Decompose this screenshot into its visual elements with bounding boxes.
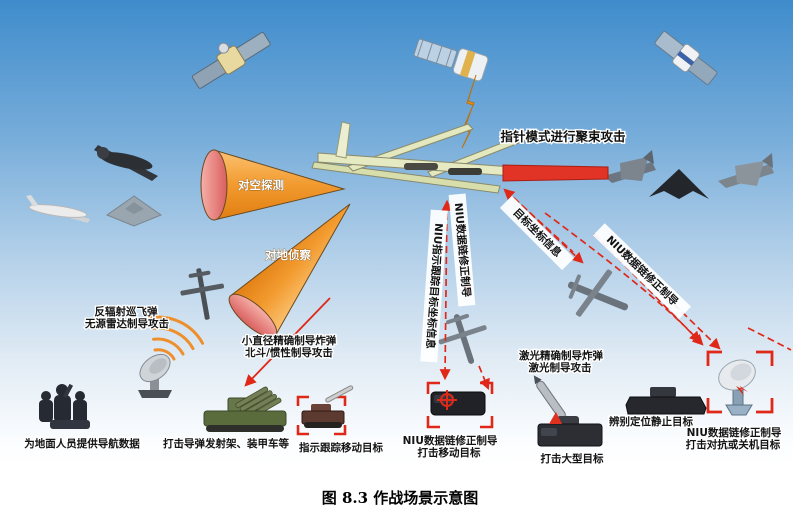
large-vehicle-icon (537, 412, 603, 447)
apc-icon (625, 387, 707, 415)
label-air-detect: 对空探测 (238, 178, 284, 192)
band-track: NIU指示跟踪目标坐标信息 (420, 209, 448, 363)
label-track-moving: 指示跟踪移动目标 (299, 441, 383, 454)
label-counter-1: NIU数据链修正制导 (687, 426, 782, 439)
label-sdb-1: 小直径精确制导炸弹 (241, 334, 337, 347)
label-counter-2: 打击对抗或关机目标 (686, 438, 781, 451)
label-ground-recon: 对地侦察 (265, 248, 311, 262)
ground-recon-cone-icon (228, 203, 351, 338)
armored-vehicle-icon (301, 385, 354, 428)
flying-wing-icon (105, 195, 163, 227)
label-moving-1: NIU数据链修正制导 (403, 434, 498, 447)
satellite-icon-right (654, 31, 718, 85)
fighter-jet2-icon (718, 153, 774, 188)
satellite-icon-left (191, 32, 271, 89)
label-strike-launcher: 打击导弹发射架、装甲车等 (163, 437, 289, 450)
missile-launcher-icon (203, 386, 287, 432)
fighter-jet-icon (604, 150, 656, 183)
label-sdb-2: 北斗/惯性制导攻击 (245, 346, 333, 359)
label-anti-rad-2: 无源雷达制导攻击 (84, 317, 169, 330)
dark-drone-icon (94, 145, 158, 181)
label-laser-2: 激光制导攻击 (529, 361, 592, 374)
label-large-target: 打击大型目标 (541, 452, 604, 465)
stealth-bomber-icon (649, 169, 709, 199)
soldiers-icon (39, 383, 90, 429)
label-moving-2: 打击移动目标 (418, 446, 481, 459)
label-nav-data: 为地面人员提供导航数据 (24, 437, 140, 450)
recon-drone-icon (180, 268, 225, 320)
label-identify-static: 辨别定位静止目标 (609, 415, 693, 428)
label-beam-attack: 指针模式进行聚束攻击 (500, 129, 625, 144)
figure-caption: 图 8.3 作战场景示意图 (322, 489, 479, 507)
crosshair-icon (437, 390, 457, 410)
label-anti-rad-1: 反辐射巡飞弹 (95, 305, 158, 318)
radio-waves-icon (148, 315, 205, 361)
radar-dish-icon (718, 359, 756, 416)
target-bracket3-icon (706, 350, 774, 414)
strike-drone-right-icon (567, 269, 629, 317)
satellite-icon-mid (413, 38, 489, 82)
beam-attack-icon (502, 164, 609, 182)
label-laser-1: 激光精确制导炸弹 (519, 349, 603, 362)
detection-cone-icon (200, 149, 346, 221)
transporter-icon (430, 391, 486, 416)
satellite-dish-icon (138, 353, 172, 398)
predator-drone-icon (26, 195, 90, 223)
band-correct-1: NIU数据链修正制导 (448, 193, 476, 307)
